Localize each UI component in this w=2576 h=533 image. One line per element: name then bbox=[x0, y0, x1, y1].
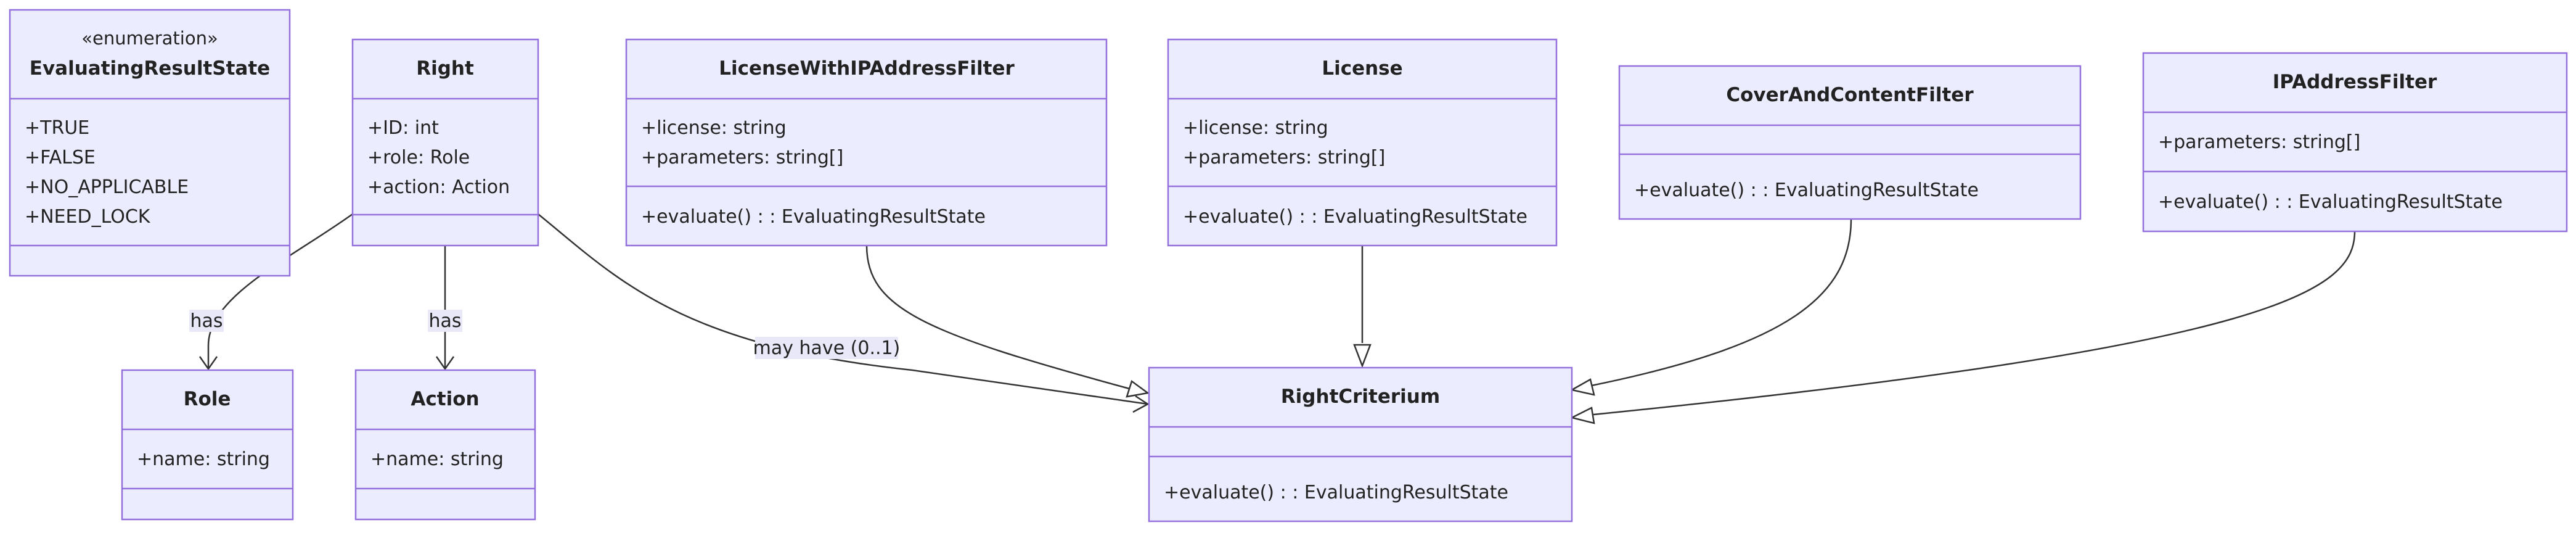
class-license: License +license: string +parameters: st… bbox=[1167, 38, 1558, 247]
class-cover-and-content-filter: CoverAndContentFilter +evaluate() : : Ev… bbox=[1618, 65, 2082, 220]
class-ip-address-filter: IPAddressFilter +parameters: string[] +e… bbox=[2142, 52, 2568, 233]
class-attribute: +license: string bbox=[1183, 117, 1328, 139]
class-title: EvaluatingResultState bbox=[30, 57, 270, 80]
label-right-role: has bbox=[190, 310, 223, 332]
arrowhead-action-icon bbox=[435, 356, 455, 371]
arrowhead-role-icon bbox=[198, 356, 218, 371]
class-title: License bbox=[1322, 57, 1402, 80]
class-attribute: +action: Action bbox=[367, 176, 510, 198]
edge-ipfilter-criterium bbox=[1593, 231, 2356, 416]
class-method: +evaluate() : : EvaluatingResultState bbox=[1183, 206, 1527, 228]
class-attribute: +parameters: string[] bbox=[641, 147, 843, 168]
class-attribute: +license: string bbox=[641, 117, 787, 139]
class-right-criterium: RightCriterium +evaluate() : : Evaluatin… bbox=[1148, 366, 1573, 523]
inheritance-arrowhead-icon bbox=[1569, 407, 1595, 424]
enum-value: +FALSE bbox=[25, 147, 96, 168]
class-method: +evaluate() : : EvaluatingResultState bbox=[641, 206, 986, 228]
edge-right-role bbox=[207, 213, 353, 368]
relation-labels: has has may have (0..1) bbox=[189, 310, 900, 359]
class-method: +evaluate() : : EvaluatingResultState bbox=[2158, 191, 2503, 213]
enum-value: +NO_APPLICABLE bbox=[25, 176, 189, 198]
class-attribute: +ID: int bbox=[367, 117, 439, 139]
class-title: RightCriterium bbox=[1281, 386, 1440, 408]
class-evaluating-result-state: «enumeration» EvaluatingResultState +TRU… bbox=[9, 9, 291, 277]
relations bbox=[198, 213, 2356, 424]
enum-value: +NEED_LOCK bbox=[25, 206, 151, 228]
class-attribute: +name: string bbox=[370, 448, 504, 470]
class-title: LicenseWithIPAddressFilter bbox=[719, 57, 1015, 80]
arrowhead-criterium-icon bbox=[1132, 395, 1150, 413]
class-role: Role +name: string bbox=[121, 369, 294, 521]
inheritance-arrowhead-icon bbox=[1126, 379, 1150, 398]
class-stereotype: «enumeration» bbox=[81, 28, 218, 49]
class-attribute: +name: string bbox=[137, 448, 270, 470]
inheritance-arrowhead-icon bbox=[1569, 378, 1595, 396]
edge-cover-criterium bbox=[1591, 218, 1852, 387]
label-right-action: has bbox=[428, 310, 461, 332]
edge-right-criterium bbox=[538, 213, 1148, 405]
class-method: +evaluate() : : EvaluatingResultState bbox=[1164, 482, 1508, 503]
enum-value: +TRUE bbox=[25, 117, 89, 139]
class-title: CoverAndContentFilter bbox=[1726, 84, 1974, 106]
class-method: +evaluate() : : EvaluatingResultState bbox=[1634, 180, 1979, 201]
class-license-with-ip-address-filter: LicenseWithIPAddressFilter +license: str… bbox=[625, 38, 1108, 247]
class-action: Action +name: string bbox=[354, 369, 536, 521]
class-attribute: +role: Role bbox=[367, 147, 470, 168]
class-title: IPAddressFilter bbox=[2273, 71, 2437, 93]
edge-licensewithip-criterium bbox=[865, 245, 1130, 390]
class-attribute: +parameters: string[] bbox=[2158, 131, 2360, 153]
class-title: Role bbox=[184, 388, 231, 410]
class-title: Right bbox=[416, 57, 474, 80]
label-right-criterium: may have (0..1) bbox=[753, 337, 901, 359]
class-right: Right +ID: int +role: Role +action: Acti… bbox=[351, 38, 539, 247]
inheritance-arrowhead-icon bbox=[1353, 344, 1372, 368]
class-attribute: +parameters: string[] bbox=[1183, 147, 1385, 168]
class-title: Action bbox=[411, 388, 479, 410]
